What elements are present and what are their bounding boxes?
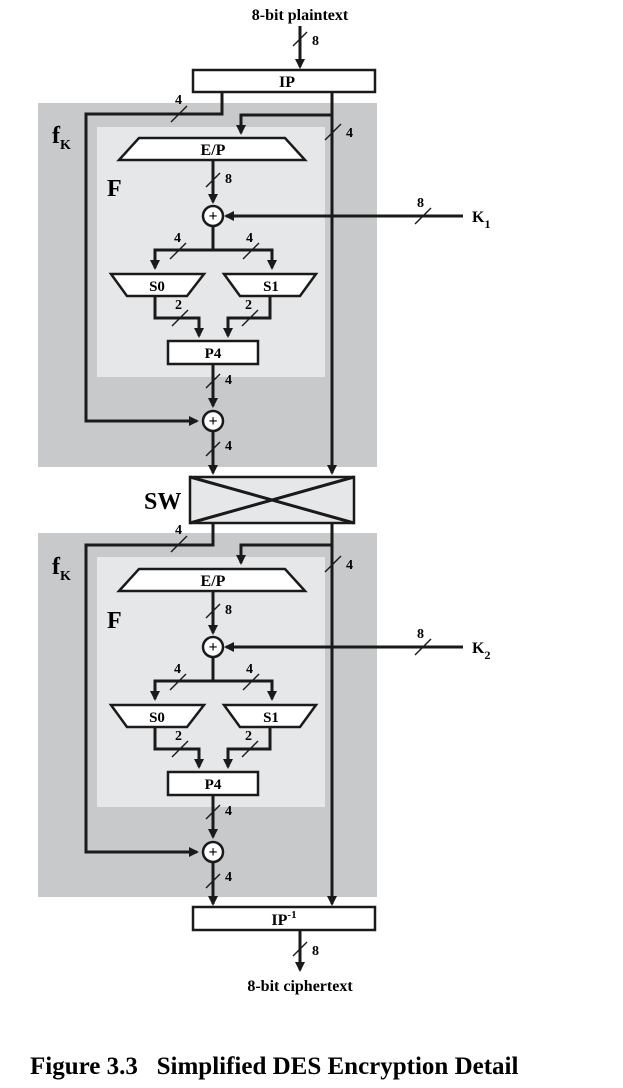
p4-label-2: P4 (205, 777, 222, 793)
svg-text:8: 8 (225, 172, 232, 187)
ep-box-1 (116, 136, 308, 162)
ip-inverse-label: IP-1 (271, 909, 296, 929)
left-half-wire-1 (84, 92, 224, 426)
ep-box-2 (116, 567, 308, 593)
svg-text:4: 4 (175, 523, 182, 538)
svg-text:4: 4 (225, 870, 232, 885)
input-label: 8-bit plaintext (252, 7, 349, 24)
svg-text:2: 2 (175, 729, 182, 744)
ep-label-2: E/P (201, 573, 226, 590)
svg-text:4: 4 (225, 373, 232, 388)
svg-text:8: 8 (312, 944, 319, 959)
svg-text:4: 4 (174, 231, 181, 246)
s1-label-2: S1 (263, 710, 279, 726)
svg-text:2: 2 (175, 298, 182, 313)
svg-text:8: 8 (417, 196, 424, 211)
svg-text:+: + (208, 208, 217, 225)
fk-label-1: fK (52, 123, 71, 153)
svg-text:4: 4 (346, 126, 353, 141)
svg-text:4: 4 (175, 93, 182, 108)
k1-label: K1 (472, 209, 490, 231)
ip-box (191, 68, 377, 94)
svg-text:4: 4 (225, 439, 232, 454)
left-half-wire-2 (84, 523, 215, 857)
figure-caption: Figure 3.3 Simplified DES Encryption Det… (30, 1053, 519, 1080)
s0-box-1 (108, 272, 207, 298)
svg-text:8: 8 (225, 603, 232, 618)
svg-text:2: 2 (245, 729, 252, 744)
p4-label-1: P4 (205, 346, 222, 362)
svg-text:4: 4 (346, 558, 353, 573)
svg-text:4: 4 (246, 231, 253, 246)
svg-text:4: 4 (246, 662, 253, 677)
s0-box-2 (108, 703, 207, 729)
f-label-1: F (107, 176, 122, 202)
f-panel-1 (97, 127, 325, 377)
s0-label-1: S0 (149, 279, 165, 295)
svg-text:+: + (208, 639, 217, 656)
svg-text:4: 4 (174, 662, 181, 677)
s0-label-2: S0 (149, 710, 165, 726)
s1-box-1 (221, 272, 319, 298)
svg-text:2: 2 (245, 298, 252, 313)
svg-text:+: + (208, 413, 217, 430)
ep-label-1: E/P (201, 142, 226, 159)
svg-text:8: 8 (417, 627, 424, 642)
s1-box-2 (221, 703, 319, 729)
ip-label: IP (279, 74, 295, 91)
k2-label: K2 (472, 640, 490, 662)
ip-inverse-box (191, 905, 377, 932)
fk-label-2: fK (52, 554, 71, 584)
output-label: 8-bit ciphertext (247, 978, 353, 995)
f-label-2: F (107, 608, 122, 634)
s1-label-1: S1 (263, 279, 279, 295)
svg-text:4: 4 (225, 804, 232, 819)
sw-label: SW (144, 489, 181, 515)
svg-text:8: 8 (312, 34, 319, 49)
svg-text:+: + (208, 844, 217, 861)
